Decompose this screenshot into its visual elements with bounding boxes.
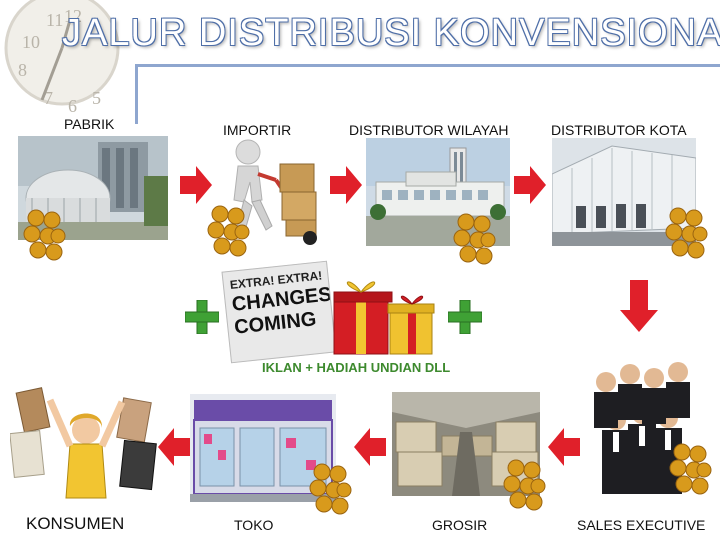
svg-text:5: 5 [92,88,101,108]
title-divider [135,64,138,124]
arrow-left-icon [158,428,190,466]
label-distributor-wilayah: DISTRIBUTOR WILAYAH [349,122,508,138]
arrow-down-icon [620,280,658,332]
gold-coins-icon [668,440,712,496]
label-sales-executive: SALES EXECUTIVE [577,517,705,533]
arrow-right-icon [514,166,546,204]
gold-coins-icon [308,460,352,516]
arrow-right-icon [180,166,212,204]
gold-coins-icon [206,202,250,258]
consumer-image [10,380,160,506]
arrow-right-icon [330,166,362,204]
gold-coins-icon [502,456,546,512]
gold-coins-icon [22,206,66,262]
arrow-left-icon [548,428,580,466]
plus-icon [448,300,482,334]
label-toko: TOKO [234,517,273,533]
label-grosir: GROSIR [432,517,487,533]
promo-caption: IKLAN + HADIAH UNDIAN DLL [262,360,450,375]
arrow-left-icon [354,428,386,466]
svg-text:6: 6 [68,96,77,116]
label-pabrik: PABRIK [64,116,114,132]
gold-coins-icon [452,210,496,266]
gold-coins-icon [664,204,708,260]
label-konsumen: KONSUMEN [26,514,124,534]
newspaper-image: EXTRA! EXTRA! CHANGES COMING [221,261,336,364]
svg-text:10: 10 [22,32,40,52]
svg-text:11: 11 [46,10,63,30]
svg-text:8: 8 [18,60,27,80]
title-underline [135,64,720,67]
plus-icon [185,300,219,334]
gift-boxes-image [330,270,440,358]
page-title: JALUR DISTRIBUSI KONVENSIONAL [62,12,720,55]
label-distributor-kota: DISTRIBUTOR KOTA [551,122,687,138]
